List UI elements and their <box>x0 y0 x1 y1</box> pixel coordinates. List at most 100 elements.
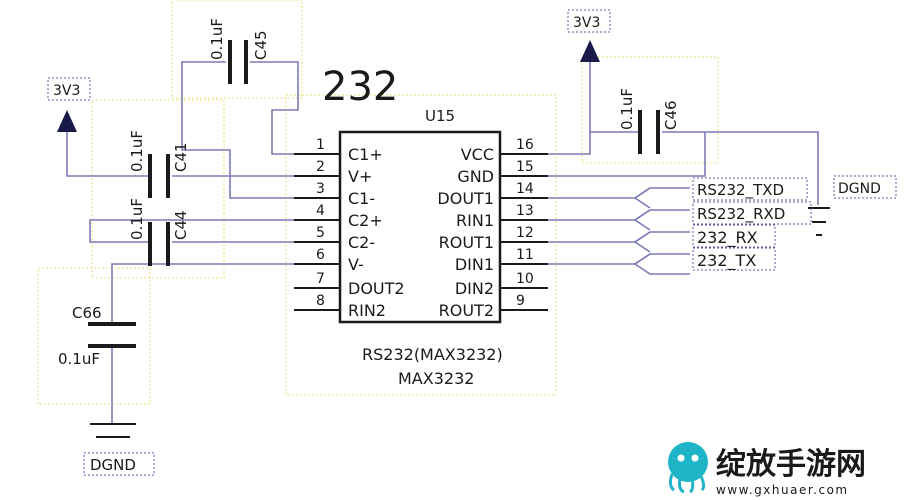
watermark-chinese: 绽放手游网 <box>716 447 866 482</box>
wire-pin6-c66 <box>111 263 294 322</box>
wire-3v3-pin2 <box>66 132 150 177</box>
chip-body <box>338 130 502 324</box>
wire-gnd15 <box>548 132 706 177</box>
svg-text:RIN2: RIN2 <box>348 301 386 320</box>
right-dgnd-label: DGND <box>838 181 881 197</box>
svg-text:DOUT2: DOUT2 <box>348 279 405 298</box>
c66-outline <box>37 267 151 405</box>
wire-rin1 <box>548 209 690 221</box>
svg-text:DOUT1: DOUT1 <box>437 189 494 208</box>
chip-part-line2: MAX3232 <box>398 369 474 388</box>
svg-text:7: 7 <box>316 271 325 287</box>
net-label-232-rx: 232_RX <box>697 228 758 248</box>
c41-c44-outline <box>91 99 225 279</box>
c45-value: 0.1uF <box>208 18 226 60</box>
watermark-url: www.gxhuaer.com <box>716 483 849 497</box>
svg-text:4: 4 <box>316 203 325 219</box>
svg-text:6: 6 <box>316 247 325 263</box>
placement-outlines <box>37 0 719 405</box>
net-tab-bracket-1 <box>633 187 651 209</box>
svg-text:8: 8 <box>316 293 325 309</box>
net-label-232-tx: 232_TX <box>697 251 756 271</box>
wire-c45-pin3 <box>181 61 294 199</box>
net-tab-bracket-3 <box>633 231 651 253</box>
svg-text:13: 13 <box>516 203 534 219</box>
svg-text:12: 12 <box>516 225 534 241</box>
chip-refdes: U15 <box>425 107 455 125</box>
left-3v3-symbol: 3V3 <box>47 77 91 132</box>
svg-text:RIN1: RIN1 <box>456 211 494 230</box>
svg-text:16: 16 <box>516 137 534 153</box>
svg-text:V+: V+ <box>348 167 372 186</box>
c45-ref: C45 <box>252 30 270 60</box>
svg-text:C2-: C2- <box>348 233 375 252</box>
c44-ref: C44 <box>172 210 190 240</box>
wires <box>66 61 819 424</box>
svg-text:VCC: VCC <box>461 145 494 164</box>
net-labels: RS232_TXD RS232_RXD 232_RX 232_TX <box>692 177 812 271</box>
bottom-dgnd-label: DGND <box>90 456 136 474</box>
svg-text:1: 1 <box>316 137 325 153</box>
c46-outline <box>581 56 719 164</box>
wire-rout1 <box>548 231 690 243</box>
chip-outline <box>285 94 557 396</box>
svg-text:GND: GND <box>457 167 494 186</box>
left-3v3-label: 3V3 <box>53 83 80 99</box>
left-3v3-arrow-icon <box>57 110 77 132</box>
wire-c45-pin1 <box>250 61 299 155</box>
svg-text:C1+: C1+ <box>348 145 383 164</box>
right-ground-symbol: DGND <box>808 175 897 236</box>
svg-text:5: 5 <box>316 225 325 241</box>
c41-value: 0.1uF <box>128 130 146 172</box>
svg-text:10: 10 <box>516 271 534 287</box>
svg-text:ROUT1: ROUT1 <box>439 233 494 252</box>
svg-text:C1-: C1- <box>348 189 375 208</box>
c66-value: 0.1uF <box>58 350 100 368</box>
c46-value: 0.1uF <box>618 88 636 130</box>
watermark: 绽放手游网 www.gxhuaer.com <box>660 440 906 498</box>
right-3v3-arrow-icon <box>580 40 600 62</box>
wire-c46-right <box>662 131 819 205</box>
net-tab-bracket-4 <box>633 253 690 275</box>
svg-text:DIN2: DIN2 <box>455 279 494 298</box>
wire-dout1 <box>548 187 690 199</box>
svg-text:DIN1: DIN1 <box>455 255 494 274</box>
sheet-title-label: 232 <box>322 64 398 110</box>
net-label-rs232-rxd: RS232_RXD <box>697 205 785 224</box>
c46-ref: C46 <box>662 100 680 130</box>
svg-text:11: 11 <box>516 247 534 263</box>
capacitor-plates <box>88 40 660 348</box>
net-tab-bracket-2 <box>633 209 651 231</box>
chip-part-line1: RS232(MAX3232) <box>362 345 503 364</box>
right-3v3-label: 3V3 <box>573 15 600 31</box>
wire-vcc-c46 <box>548 62 591 155</box>
bottom-ground-symbol: DGND <box>83 423 155 476</box>
right-3v3-symbol: 3V3 <box>567 9 611 62</box>
c66-ref: C66 <box>72 304 102 322</box>
wire-din1 <box>548 253 690 265</box>
svg-text:14: 14 <box>516 181 534 197</box>
wire-c44-pin4 <box>89 219 294 243</box>
c44-value: 0.1uF <box>128 198 146 240</box>
svg-text:V-: V- <box>348 255 364 274</box>
svg-text:15: 15 <box>516 159 534 175</box>
svg-text:ROUT2: ROUT2 <box>439 301 494 320</box>
